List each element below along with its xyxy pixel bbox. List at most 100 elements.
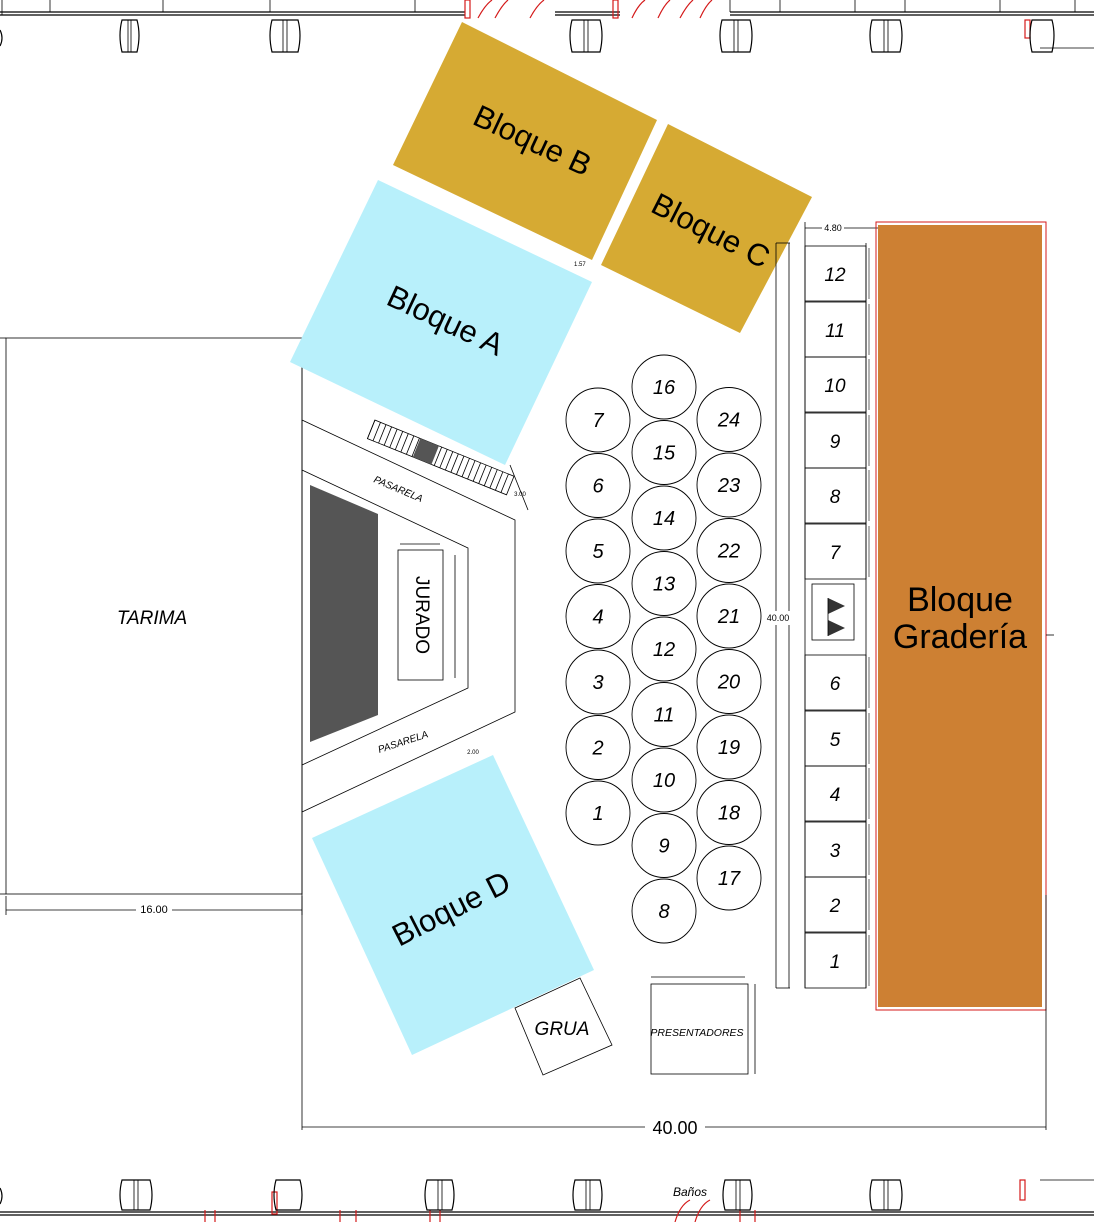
- tarima-dimension: 16.00: [5, 896, 303, 916]
- round-table-number: 2: [591, 738, 603, 760]
- round-table-circle: [565, 780, 631, 846]
- banos-label: Baños: [673, 1185, 707, 1199]
- side-box: 9: [804, 412, 870, 469]
- round-table: 13: [631, 551, 697, 616]
- presentadores-label: PRESENTADORES: [650, 1027, 743, 1039]
- side-box-number: 9: [830, 432, 841, 453]
- round-table-number: 4: [592, 607, 603, 629]
- round-table-number: 1: [592, 803, 603, 825]
- pasarela-top-label: PASARELA: [372, 474, 425, 505]
- tarima: TARIMA: [0, 337, 303, 895]
- round-table-circle: [696, 387, 762, 452]
- round-table: 14: [631, 485, 697, 551]
- round-table: 22: [696, 518, 762, 583]
- round-table-number: 18: [718, 803, 740, 825]
- round-table: 6: [565, 453, 631, 518]
- round-table-number: 20: [717, 672, 740, 694]
- tarima-label: TARIMA: [117, 608, 187, 629]
- tarima-width-label: 16.00: [140, 904, 168, 916]
- side-box: 10: [804, 356, 870, 413]
- side-box-number: 1: [830, 952, 841, 973]
- graderia-width-dim: 4.80: [824, 223, 842, 233]
- round-table: 9: [631, 813, 697, 878]
- round-table-circle: [696, 452, 762, 518]
- pasarela-bottom-label: PASARELA: [377, 729, 430, 756]
- gap-ab-dim: 1.57: [574, 262, 586, 268]
- round-table-number: 11: [654, 705, 675, 727]
- graderia-label-line1: Bloque: [907, 581, 1013, 619]
- round-table: 1: [565, 780, 631, 846]
- round-table-circle: [565, 387, 631, 453]
- round-table: 10: [631, 747, 697, 813]
- round-table-number: 16: [653, 377, 676, 399]
- side-box-number: 11: [825, 321, 845, 342]
- overall-dimension: 40.00: [302, 1116, 1046, 1138]
- pasarela-width-dim: 3.00: [514, 492, 526, 498]
- stairs: [366, 419, 515, 496]
- round-table-circle: [631, 747, 697, 813]
- side-box-strip: 40.00 4.80: [765, 222, 878, 989]
- round-table-circle: [565, 715, 631, 780]
- side-box-number: 10: [824, 376, 846, 397]
- stage-area: JURADO PASARELA PASARELA 3.00 2.00: [301, 419, 529, 813]
- round-table-circle: [631, 354, 697, 420]
- side-box: 7: [804, 523, 870, 580]
- round-table: 2: [565, 715, 631, 780]
- bloque-a: Bloque A: [290, 180, 592, 465]
- round-table: 12: [631, 616, 697, 682]
- round-table-number: 14: [653, 508, 675, 530]
- side-box: 2: [804, 876, 870, 933]
- bottom-wall: [0, 1179, 1094, 1222]
- jurado-label: JURADO: [411, 576, 432, 654]
- pasarela-gap-dim: 2.00: [467, 750, 479, 756]
- round-table: 24: [696, 387, 762, 452]
- bloque-c: Bloque C: [601, 124, 812, 333]
- round-table-circle: [565, 518, 631, 584]
- round-table: 18: [696, 780, 762, 845]
- round-table-circle: [631, 682, 697, 747]
- side-box: 6: [804, 654, 870, 711]
- round-table-number: 17: [718, 868, 741, 890]
- side-box: 8: [804, 467, 870, 524]
- side-box-number: 8: [830, 487, 841, 508]
- side-box-number: 6: [830, 674, 841, 695]
- round-table-circle: [565, 649, 631, 715]
- bloque-b: Bloque B: [393, 22, 657, 260]
- round-table: 21: [696, 583, 762, 649]
- round-table-circle: [696, 518, 762, 583]
- round-table: 3: [565, 649, 631, 715]
- round-table-circle: [631, 420, 697, 485]
- round-table: 7: [565, 387, 631, 453]
- side-box-number: 2: [829, 896, 841, 917]
- round-table-circle: [565, 584, 631, 649]
- overall-width-dim: 40.00: [652, 1118, 697, 1138]
- round-table: 11: [631, 682, 697, 747]
- graderia-label-line2: Gradería: [893, 618, 1027, 656]
- side-height-dim: 40.00: [767, 613, 790, 623]
- round-table-circle: [696, 845, 762, 911]
- round-table-number: 23: [717, 475, 740, 497]
- side-box: 4: [804, 765, 870, 822]
- round-table: 16: [631, 354, 697, 420]
- round-table-number: 7: [592, 410, 604, 432]
- side-box: 1: [804, 932, 870, 989]
- round-table: 5: [565, 518, 631, 584]
- side-box-number: 12: [824, 265, 846, 286]
- round-table-number: 21: [717, 606, 740, 628]
- round-table-number: 3: [592, 672, 603, 694]
- round-table-number: 6: [592, 476, 604, 498]
- jurado-platform: [310, 485, 378, 742]
- bottom-columns: [0, 1179, 903, 1211]
- round-table-circle: [631, 616, 697, 682]
- round-table-number: 22: [717, 541, 740, 563]
- top-wall: [0, 0, 1094, 49]
- bloque-d: Bloque D: [312, 755, 594, 1055]
- side-box-number: 7: [830, 543, 842, 564]
- jurado-table: [397, 549, 444, 681]
- round-table: 17: [696, 845, 762, 911]
- side-box-number: 3: [830, 841, 841, 862]
- round-table: 19: [696, 714, 762, 780]
- round-table-number: 8: [658, 901, 669, 923]
